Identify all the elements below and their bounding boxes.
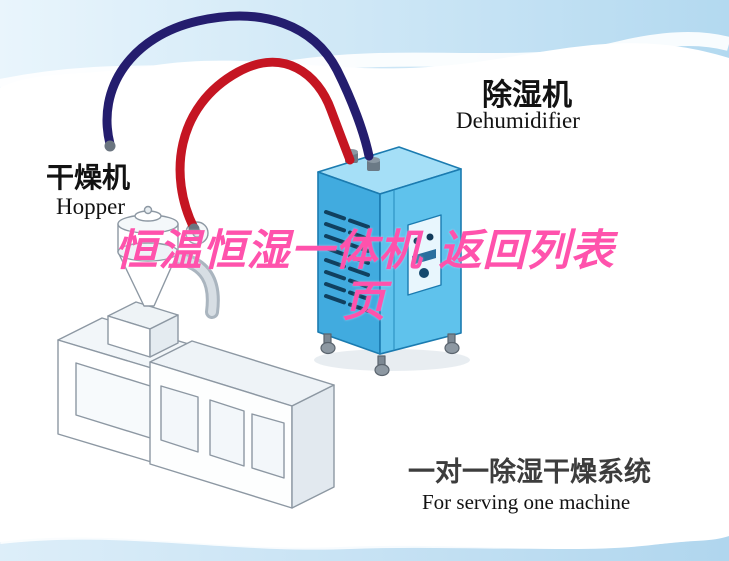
system-title-en: For serving one machine <box>422 490 631 514</box>
overlay-title-return-link[interactable]: 恒温恒湿一体机 返回列表 页 <box>0 226 729 327</box>
hose-red <box>175 57 355 233</box>
system-title-cn: 一对一除湿干燥系统 <box>408 457 651 488</box>
control-panel <box>407 214 442 296</box>
hose-navy <box>102 11 374 161</box>
machine-illustration <box>57 205 335 509</box>
dehumidifier-label-cn: 除湿机 <box>482 78 572 113</box>
background-swoosh-top <box>0 0 729 93</box>
hose-fitting <box>104 140 116 152</box>
hose-fitting <box>188 223 200 235</box>
dryer-label-en: Hopper <box>56 194 125 219</box>
vent-grille <box>324 210 370 313</box>
caster-wheels <box>320 333 460 377</box>
dehumidifier-illustration <box>314 146 470 377</box>
overlay-line-2[interactable]: 页 <box>342 276 387 327</box>
background-swoosh-bottom <box>0 528 729 561</box>
hoses <box>102 11 374 235</box>
dryer-label-cn: 干燥机 <box>46 161 131 194</box>
overlay-line-1[interactable]: 恒温恒湿一体机 返回列表 <box>114 226 615 276</box>
dehumidifier-label-en: Dehumidifier <box>456 108 580 133</box>
